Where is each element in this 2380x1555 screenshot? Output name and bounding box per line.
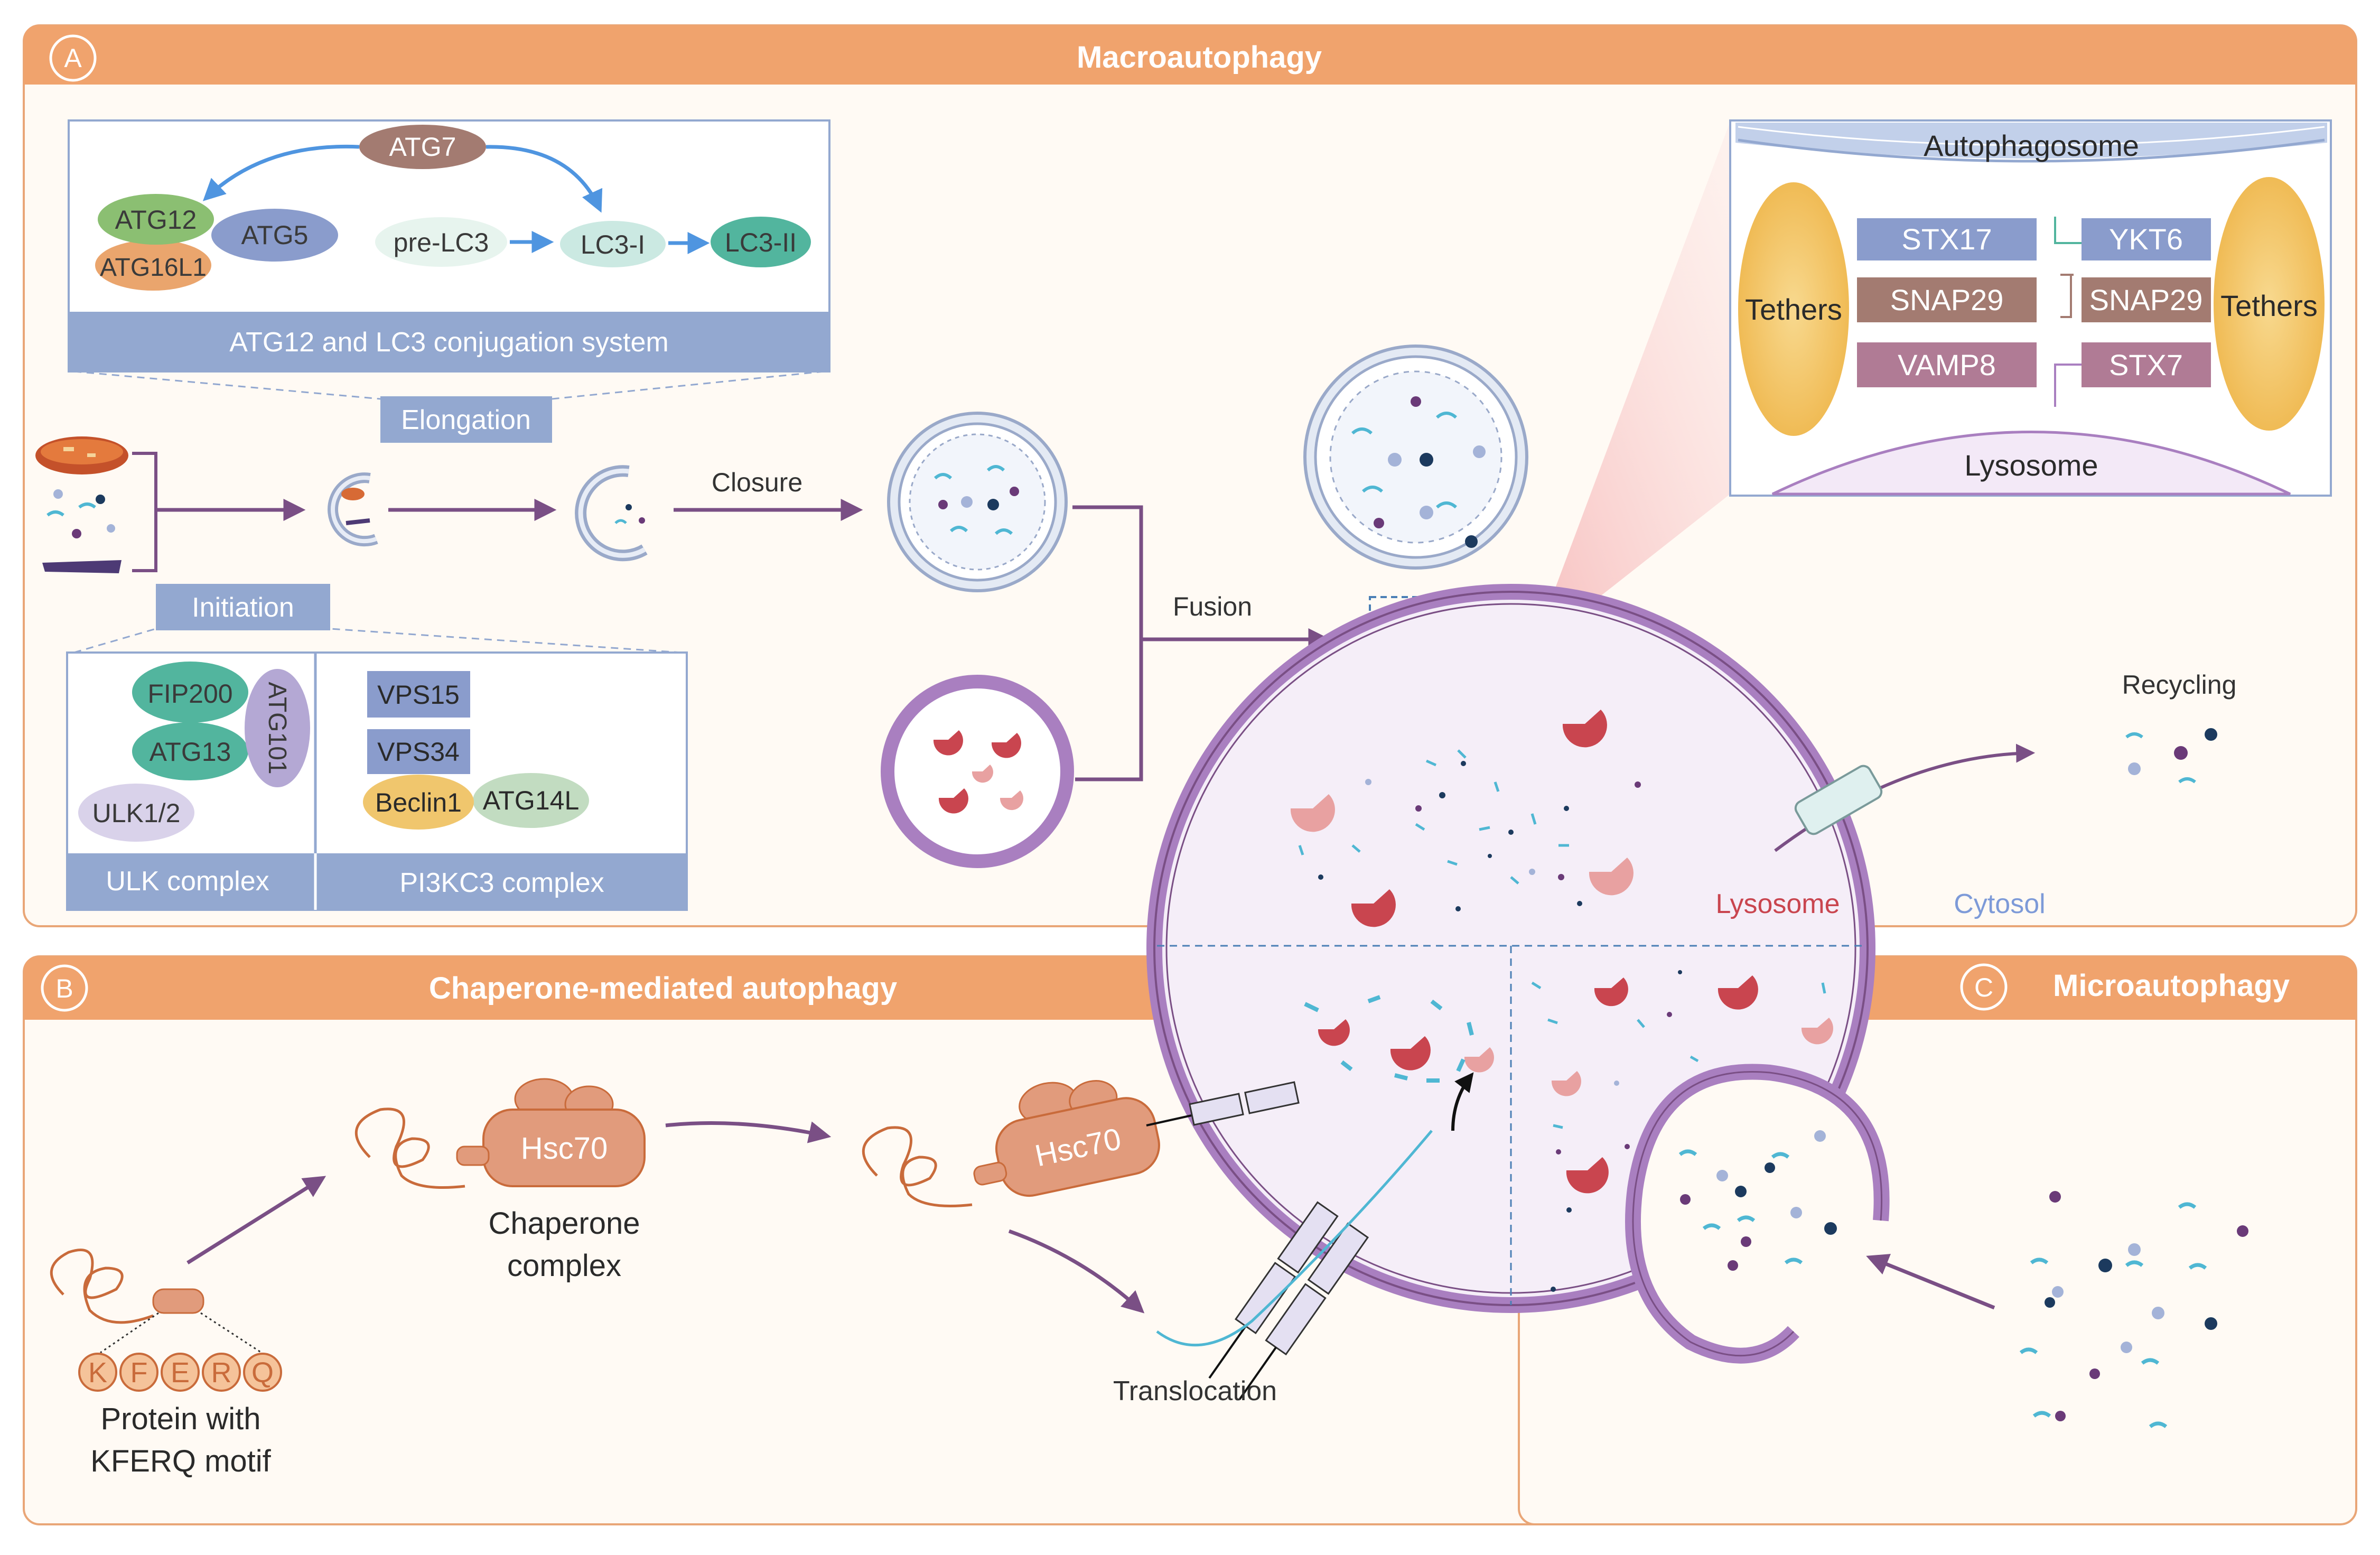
snap29-right-box xyxy=(2082,277,2211,322)
fip200-label: FIP200 xyxy=(147,679,232,709)
atg101-label: ATG101 xyxy=(263,682,291,774)
cytosol-label: Cytosol xyxy=(1954,889,2045,919)
atg13-node xyxy=(132,722,248,780)
pi3k-caption: PI3KC3 complex xyxy=(399,868,604,898)
vps15-box xyxy=(367,671,470,718)
kferq-protein: K F E R Q Protein with KFERQ motif xyxy=(50,1249,282,1478)
zoom-wedge xyxy=(1532,122,1730,650)
atg12-node xyxy=(98,194,214,245)
protein-line1: Protein with xyxy=(100,1402,260,1436)
panel-a-title: Macroautophagy xyxy=(1077,40,1322,75)
ulk-caption: ULK complex xyxy=(106,866,269,897)
panel-a-letter: A xyxy=(64,43,82,73)
atg14l-label: ATG14L xyxy=(483,786,580,815)
autophagosome xyxy=(887,412,1068,592)
initiation-label: Initiation xyxy=(192,592,294,623)
motif-k: K xyxy=(88,1357,107,1389)
atg16l1-label: ATG16L1 xyxy=(100,254,207,282)
atg13-label: ATG13 xyxy=(150,737,231,767)
lysosome-small xyxy=(881,675,1074,868)
cargo-cluster xyxy=(35,436,128,573)
ulk12-node xyxy=(78,784,194,842)
degrading-substrate xyxy=(1304,995,1474,1083)
snap29-left-box xyxy=(1857,277,2037,322)
initiation-box: ULK complex PI3KC3 complex ULK1/2 FIP200… xyxy=(66,651,688,911)
lamp2a-channel xyxy=(1156,1072,1474,1400)
pre-lc3-node xyxy=(375,217,507,267)
motif-r: R xyxy=(211,1357,232,1389)
atg12-label: ATG12 xyxy=(115,205,197,235)
stx7-label: STX7 xyxy=(2109,348,2183,381)
beclin1-label: Beclin1 xyxy=(375,788,462,817)
stx7-box xyxy=(2082,342,2211,387)
vps15-label: VPS15 xyxy=(377,680,460,710)
chaperone-complex: Hsc70 Chaperone complex xyxy=(354,1078,646,1283)
panel-c-badge xyxy=(1960,963,2008,1011)
motif-e: E xyxy=(171,1357,190,1389)
protein-line2: KFERQ motif xyxy=(90,1444,271,1478)
translocation-label: Translocation xyxy=(1113,1376,1277,1407)
snap29-left-label: SNAP29 xyxy=(1890,283,2004,316)
stx17-box xyxy=(1857,218,2037,260)
initiation-tag xyxy=(156,584,330,630)
recycling-label: Recycling xyxy=(2122,670,2237,700)
hsc70-1-label: Hsc70 xyxy=(521,1131,608,1166)
elongation-tag xyxy=(380,396,552,443)
lc3-i-node xyxy=(560,221,666,267)
pre-lc3-label: pre-LC3 xyxy=(394,228,489,257)
phagophore-large xyxy=(575,465,648,562)
phagophore-small xyxy=(328,472,378,547)
lysosome-compartment-label: Lysosome xyxy=(1715,889,1840,919)
snare-box: Autophagosome Lysosome Tethers Tethers S… xyxy=(1729,119,2332,497)
chaperone-bound-substrate: Hsc70 xyxy=(862,1080,1300,1207)
atg7-label: ATG7 xyxy=(389,132,456,162)
panel-c-title: Microautophagy xyxy=(2053,969,2290,1003)
ulk12-label: ULK1/2 xyxy=(92,798,181,828)
atg5-label: ATG5 xyxy=(241,220,309,250)
chaperone-line2: complex xyxy=(507,1249,621,1283)
beclin1-node xyxy=(363,775,474,830)
vps34-box xyxy=(367,729,470,774)
stx17-label: STX17 xyxy=(1901,222,1992,256)
panel-c-letter: C xyxy=(1974,973,1993,1002)
motif-f: F xyxy=(130,1357,148,1389)
conjugation-caption: ATG12 and LC3 conjugation system xyxy=(229,327,669,358)
panel-b-title: Chaperone-mediated autophagy xyxy=(429,971,897,1005)
motif-q: Q xyxy=(251,1357,274,1389)
snap29-right-label: SNAP29 xyxy=(2089,283,2203,316)
main-lysosome: Lysosome xyxy=(1146,584,1890,1364)
tethers-right-label: Tethers xyxy=(2220,289,2318,322)
fusing-autophagosome xyxy=(1303,344,1528,570)
chaperone-line1: Chaperone xyxy=(489,1206,640,1241)
vamp8-label: VAMP8 xyxy=(1898,348,1996,381)
panel-b-badge xyxy=(41,964,88,1012)
micro-cargo xyxy=(1678,1130,2248,1428)
fusion-label: Fusion xyxy=(1173,592,1252,621)
lc3-i-label: LC3-I xyxy=(581,230,645,259)
vamp8-box xyxy=(1857,342,2037,387)
atg101-node xyxy=(245,669,310,787)
ykt6-box xyxy=(2082,218,2211,260)
atg7-node xyxy=(359,125,486,169)
atg16l1-node xyxy=(95,240,211,291)
tethers-left-label: Tethers xyxy=(1745,293,1842,326)
lysosome-membrane-label: Lysosome xyxy=(1964,449,2098,482)
autophagosome-label: Autophagosome xyxy=(1924,129,2139,162)
atg5-node xyxy=(211,209,338,262)
vps34-label: VPS34 xyxy=(377,737,460,767)
panel-b-letter: B xyxy=(55,974,73,1003)
panel-a-badge xyxy=(49,34,97,82)
conjugation-box: ATG12 and LC3 conjugation system ATG7 AT… xyxy=(68,119,830,373)
lc3-ii-node xyxy=(711,217,811,267)
recycling-transporter: Recycling xyxy=(1774,670,2237,852)
lc3-ii-label: LC3-II xyxy=(725,228,797,257)
elongation-label: Elongation xyxy=(401,405,531,435)
atg14l-node xyxy=(473,773,589,828)
fip200-node xyxy=(132,662,248,723)
closure-label: Closure xyxy=(712,468,802,497)
ykt6-label: YKT6 xyxy=(2109,222,2183,256)
